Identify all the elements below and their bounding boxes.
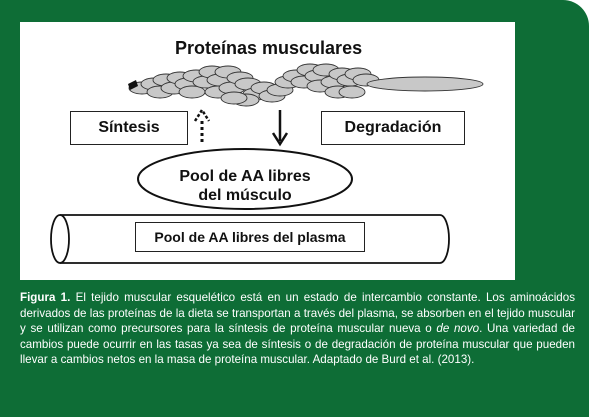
muscle-pool-line1: Pool de AA libres <box>179 168 311 185</box>
synthesis-arrow <box>193 107 211 142</box>
caption-italic: de novo <box>436 322 480 336</box>
protein-chain <box>128 63 484 107</box>
caption-text-part2: . Una variedad de cambios puede ocurrir … <box>20 322 576 367</box>
diagram-title: Proteínas musculares <box>175 38 363 58</box>
degradation-box: Degradación <box>321 111 465 145</box>
plasma-pool-box: Pool de AA libres del plasma <box>135 222 365 252</box>
protein-bead <box>338 85 366 99</box>
figure-caption: Figura 1. El tejido muscular esquelético… <box>20 290 575 368</box>
muscle-pool-ellipse <box>137 148 353 210</box>
figure-label: Figura 1. <box>20 291 71 304</box>
muscle-pool-line2: del músculo <box>198 187 292 204</box>
diagram-panel: Proteínas musculares Síntesis Degradació… <box>20 22 515 280</box>
muscle-pool-label: Pool de AA libres del músculo <box>140 167 350 205</box>
chain-tip <box>128 80 138 90</box>
protein-bead <box>220 91 248 105</box>
caption-text-part1: El tejido muscular esquelético está en u… <box>20 291 575 336</box>
degradation-arrow <box>271 110 289 147</box>
protein-tail <box>366 76 484 92</box>
synthesis-box: Síntesis <box>70 111 188 145</box>
